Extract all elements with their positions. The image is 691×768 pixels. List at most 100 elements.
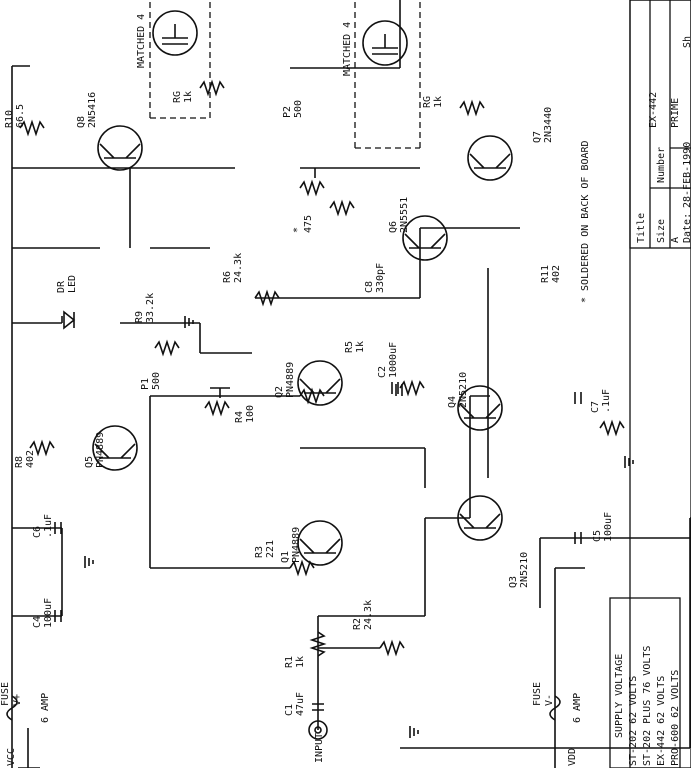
fuse-vplus-icon	[6, 695, 18, 721]
rg-right-value: 1k	[433, 96, 444, 108]
q6-ref: Q6	[388, 221, 399, 233]
cap-c6	[54, 522, 62, 534]
r11-value: 402	[551, 265, 562, 283]
c6-ref: C6	[32, 526, 43, 538]
c1-ref: C1	[284, 704, 295, 716]
c6-value: .1uF	[43, 514, 54, 538]
q3-ref: Q3	[508, 576, 519, 588]
transistor-q2	[297, 360, 343, 406]
resistor-r9	[154, 339, 180, 357]
c5-value: 100uF	[603, 512, 614, 542]
resistor-r5	[399, 379, 425, 397]
fuse-vplus-name: FUSE	[0, 682, 11, 706]
vdd-label: VDD	[567, 748, 578, 766]
title-block-frame	[629, 0, 691, 249]
component-labels: VCC FUSE V+ 6 AMP C1 47uF R1 1k R2 24.3k…	[0, 14, 614, 766]
c1-value: 47uF	[295, 692, 306, 716]
q7-ref: Q7	[532, 131, 543, 143]
c5-ref: C5	[592, 530, 603, 542]
transistor-q5	[92, 425, 138, 471]
date-value: 28-FEB-1990	[682, 142, 691, 208]
resistor-r11	[599, 419, 625, 437]
q8-part: 2N5416	[87, 92, 98, 128]
sheet-label: Sh	[682, 36, 691, 48]
transistor-q1	[297, 520, 343, 566]
bias-wires	[12, 167, 252, 354]
cap-c7	[574, 392, 582, 404]
r11-ref: R11	[540, 265, 551, 283]
number-value: PRIME	[670, 98, 681, 128]
c2-value: 1000uF	[388, 342, 399, 378]
p1-ref: P1	[140, 378, 151, 390]
p1-value: 500	[151, 372, 162, 390]
c8-ref: C8	[364, 281, 375, 293]
transistor-q6	[402, 215, 448, 261]
ground-icon	[184, 316, 194, 328]
supply-line: ST-202 PLUS 76 VOLTS	[642, 646, 653, 766]
supply-voltage-border	[609, 597, 681, 768]
diff-pair-wires	[149, 395, 470, 569]
supply-line: EX-442 62 VOLTS	[656, 676, 667, 766]
transistor-q4	[457, 385, 503, 431]
input-label: INPUT	[314, 733, 325, 763]
r2-value: 24.3k	[363, 600, 374, 630]
supply-heading: SUPPLY VOLTAGE	[614, 654, 625, 738]
r6-ref: R6	[222, 271, 233, 283]
r10-value: 66.5	[15, 104, 26, 128]
ground-icon	[409, 726, 419, 738]
fuse-vminus-name: FUSE	[532, 682, 543, 706]
ground-icon	[624, 456, 634, 468]
c8-value: 330pF	[375, 263, 386, 293]
vminus-rail	[554, 567, 585, 768]
vcc-label: VCC	[6, 748, 17, 766]
title-block: Title EX-442 Size A Number PRIME Date: 2…	[629, 0, 691, 768]
r4-value: 100	[245, 405, 256, 423]
vcc-lead	[18, 728, 40, 768]
fuse-vplus-rating: 6 AMP	[40, 693, 51, 723]
r9-value: 33.2k	[145, 293, 156, 323]
c7-ref: C7	[590, 401, 601, 413]
c4-ref: C4	[32, 616, 43, 628]
r5-value: 1k	[355, 341, 366, 353]
r8-value: 402	[25, 450, 36, 468]
supply-line: PRO-600 62 VOLTS	[670, 670, 681, 766]
r6-value: 24.3k	[233, 253, 244, 283]
fuse-vminus-rating: 6 AMP	[572, 693, 583, 723]
matched-right-label: MATCHED 4	[342, 22, 353, 76]
fuse-vplus-tag: V+	[12, 694, 23, 706]
r10-ref: R10	[4, 110, 15, 128]
resistor-r1	[309, 631, 327, 657]
resistor-rg-left	[199, 79, 225, 97]
q2-ref: Q2	[274, 386, 285, 398]
vplus-rail	[11, 65, 30, 768]
passive-symbols	[6, 79, 625, 740]
r3-ref: R3	[254, 546, 265, 558]
q2-part: PN4889	[285, 362, 296, 398]
date-label: Date:	[682, 213, 691, 243]
c2-ref: C2	[377, 366, 388, 378]
pot-p1	[204, 387, 230, 417]
r4-ref: R4	[234, 411, 245, 423]
matched-left-label: MATCHED 4	[136, 14, 147, 68]
q7-part: 2N3440	[543, 107, 554, 143]
dr-ref: DR	[56, 280, 67, 293]
matched-box-right	[354, 0, 421, 149]
resistor-r10	[19, 119, 45, 137]
driver-wires	[130, 0, 520, 299]
cap-c1	[312, 703, 324, 711]
cap-c5	[574, 532, 582, 544]
title-block-grid	[649, 0, 691, 248]
transistor-symbols	[92, 0, 513, 566]
q5-part: PN4889	[95, 432, 106, 468]
q5-ref: Q5	[84, 456, 95, 468]
rg-left-value: 1k	[183, 91, 194, 103]
ground-symbols	[84, 316, 634, 738]
q3-part: 2N5210	[519, 552, 530, 588]
transistor-q3	[457, 495, 503, 541]
c4-value: 100uF	[43, 598, 54, 628]
fuse-vminus-icon	[549, 695, 561, 721]
number-label: Number	[656, 147, 667, 183]
q1-ref: Q1	[280, 551, 291, 563]
